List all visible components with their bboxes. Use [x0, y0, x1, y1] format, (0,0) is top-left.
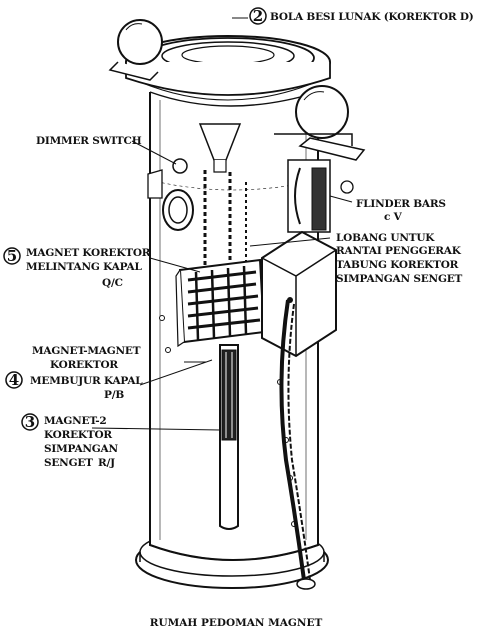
label-lobang: LOBANG UNTUK RANTAI PENGGERAK TABUNG KOR… — [336, 232, 463, 285]
porthole — [162, 189, 194, 231]
number-5: 5 — [7, 247, 17, 265]
number-badge-4 — [5, 371, 23, 389]
label-dimmer-switch: DIMMER SWITCH — [36, 135, 142, 147]
label-bola-besi: 2 BOLA BESI LUNAK (KOREKTOR D) — [249, 7, 474, 25]
label-senget-line4: SENGET — [44, 457, 93, 469]
funnel — [198, 123, 242, 173]
number-2: 2 — [253, 7, 263, 25]
label-melintang-line2: MELINTANG KAPAL — [26, 261, 142, 273]
label-dimmer-switch-text: DIMMER SWITCH — [36, 135, 142, 147]
label-magnet-membujur: MAGNET-MAGNET KOREKTOR 4 MEMBUJUR KAPAL … — [5, 345, 144, 401]
label-melintang-line3: Q/C — [102, 277, 123, 289]
flinders-bar — [287, 159, 331, 233]
number-badge-3 — [21, 413, 39, 431]
label-senget-line5: R/J — [98, 457, 115, 469]
number-4: 4 — [9, 371, 19, 389]
cable — [279, 299, 316, 590]
soft-iron-sphere-left — [108, 19, 163, 81]
number-badge-2 — [249, 7, 267, 25]
label-lobang-line1: LOBANG UNTUK — [336, 232, 435, 244]
label-senget-line2: KOREKTOR — [44, 429, 112, 441]
dimmer-switch-knob — [147, 158, 188, 199]
label-membujur-line3: MEMBUJUR KAPAL — [30, 375, 143, 387]
label-senget-line3: SIMPANGAN — [44, 443, 119, 455]
number-badge-5 — [3, 247, 21, 265]
label-membujur-line4: P/B — [104, 389, 124, 401]
lamp-box — [261, 230, 337, 358]
label-flinder-bars: FLINDER BARS c V — [340, 180, 446, 223]
label-bola-besi-text: BOLA BESI LUNAK (KOREKTOR D) — [270, 11, 474, 23]
label-flinder-line1: FLINDER BARS — [356, 198, 446, 210]
diagram-caption: RUMAH PEDOMAN MAGNET — [150, 617, 323, 629]
compass-bowl — [125, 35, 331, 107]
leader-lines — [91, 17, 353, 431]
label-lobang-line4: SIMPANGAN SENGET — [336, 273, 463, 285]
label-senget-line1: MAGNET-2 — [44, 415, 106, 427]
label-membujur-line2: KOREKTOR — [50, 359, 118, 371]
label-flinder-line2: c V — [384, 211, 403, 223]
heeling-magnet-tube — [219, 344, 239, 530]
soft-iron-sphere-right — [274, 85, 366, 161]
label-magnet-melintang: 5 MAGNET KOREKTOR MELINTANG KAPAL Q/C — [3, 247, 151, 289]
label-melintang-line1: MAGNET KOREKTOR — [26, 247, 151, 259]
label-membujur-line1: MAGNET-MAGNET — [32, 345, 141, 357]
corrector-chains — [203, 170, 247, 272]
magnet-rack — [175, 258, 266, 348]
label-magnet-senget: 3 MAGNET-2 KOREKTOR SIMPANGAN SENGET R/J — [21, 413, 119, 469]
label-lobang-line3: TABUNG KOREKTOR — [336, 259, 459, 271]
label-lobang-line2: RANTAI PENGGERAK — [336, 245, 462, 257]
number-3: 3 — [25, 413, 35, 431]
